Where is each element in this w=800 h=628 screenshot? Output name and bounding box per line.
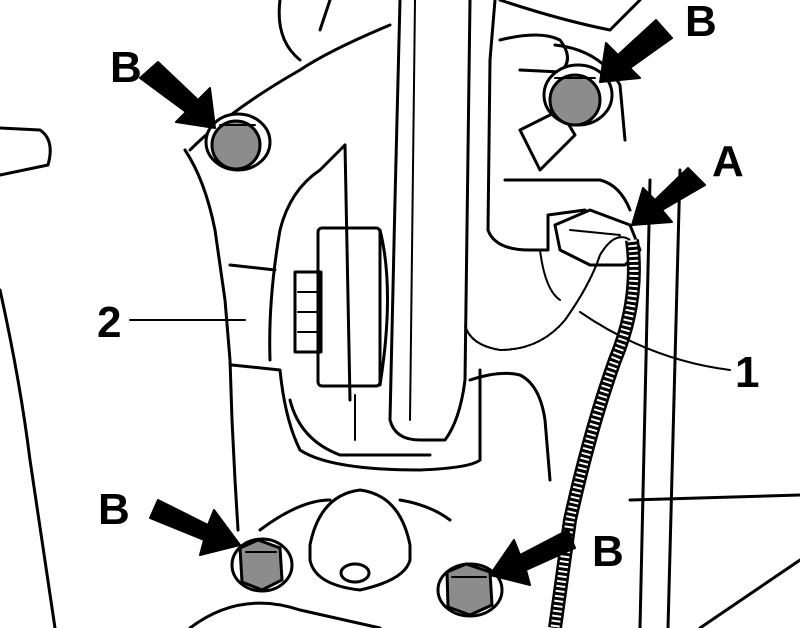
leader-line-harness [579,311,731,371]
arrow-to-clip [631,167,706,226]
bolt-upper-left [204,112,272,172]
bolt-lower-right [436,562,504,618]
label-clip: A [712,137,744,186]
selector-switch [293,226,389,388]
label-bolt-upper-left: B [110,43,142,92]
shift-column [343,0,472,442]
bolt-lower-left [230,537,294,593]
label-bracket: 2 [97,298,121,347]
label-bolt-upper-right: B [685,0,717,46]
upper-right-bracket [486,0,682,628]
wiring-harness [464,236,641,628]
arrow-to-bolt-lower-right [489,529,576,586]
arrow-to-bolt-upper-right [599,19,673,83]
bracket-plate [183,23,552,532]
rubber-grommet [308,488,412,592]
label-bolt-lower-right: B [592,527,624,576]
label-harness: 1 [735,348,759,397]
arrow-to-bolt-lower-left [149,499,241,556]
label-bolt-lower-left: B [98,485,130,534]
bolt-upper-right [542,63,614,127]
arrow-to-bolt-upper-left [139,61,216,129]
